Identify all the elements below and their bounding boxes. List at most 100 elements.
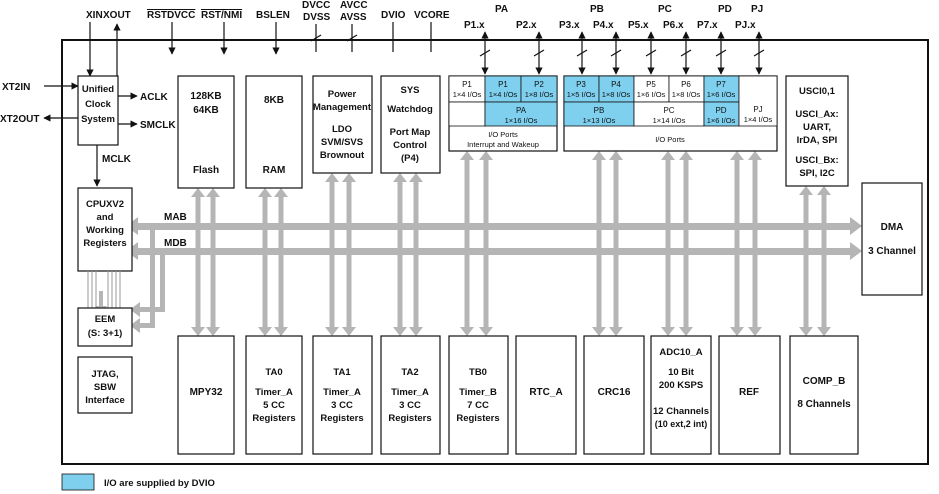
ta1-line-1: TA1 <box>333 367 351 378</box>
cpu-line-1: CPUXV2 <box>86 199 124 210</box>
bslen-label: BSLEN <box>256 10 290 21</box>
flash-block <box>177 75 235 189</box>
pj-label: PJ <box>751 4 763 15</box>
port-p2-desc: 1×8 I/Os <box>525 90 554 99</box>
tb0-line-3: 7 CC <box>467 400 489 411</box>
port-p7-desc: 1×6 I/Os <box>707 90 736 99</box>
usci-line-1: USCI0,1 <box>799 86 836 97</box>
eem-block <box>77 307 133 347</box>
port-a-footer-2: Interrupt and Wakeup <box>467 140 539 149</box>
sys-block <box>380 75 441 174</box>
sys-line-5: (P4) <box>401 153 419 164</box>
ram-size: 8KB <box>264 95 284 106</box>
p4-pin-label: P4.x <box>593 20 614 31</box>
port-b-footer: I/O Ports <box>655 135 685 144</box>
xt2out-label: XT2OUT <box>0 114 39 125</box>
port-p5-desc: 1×6 I/Os <box>637 90 666 99</box>
mdb-bus <box>126 242 862 260</box>
rstnmi-label: RST/NMI <box>201 10 242 21</box>
port-p7-name: P7 <box>716 80 726 89</box>
clock-line-1: Unified <box>82 84 114 95</box>
pd-label: PD <box>718 4 732 15</box>
power-management-block <box>312 75 373 174</box>
port-p1b-desc: 1×4 I/Os <box>489 90 518 99</box>
mdb-label: MDB <box>164 238 187 249</box>
port-pc-name: PC <box>663 106 674 115</box>
comp-line-1: COMP_B <box>803 376 846 387</box>
mab-bus <box>126 217 862 235</box>
rtc-name: RTC_A <box>529 387 562 398</box>
sys-line-1: SYS <box>400 85 419 96</box>
port-p2-name: P2 <box>534 80 544 89</box>
legend-text: I/O are supplied by DVIO <box>104 478 215 489</box>
port-p1-desc: 1×4 I/Os <box>453 90 482 99</box>
p6-pin-label: P6.x <box>663 20 684 31</box>
usci-line-6: SPI, I2C <box>799 168 835 179</box>
bus-connector-arrow <box>661 151 675 336</box>
legend-swatch <box>61 473 95 491</box>
port-p3-desc: 1×5 I/Os <box>567 90 596 99</box>
dma-block <box>861 182 923 296</box>
tb0-line-1: TB0 <box>469 367 487 378</box>
port-p4-desc: 1×8 I/Os <box>602 90 631 99</box>
tb0-block <box>448 335 509 455</box>
port-b-block <box>563 75 778 152</box>
cpu-line-3: Working <box>86 225 124 236</box>
avss-label: AVSS <box>340 12 367 23</box>
jtag-line-1: JTAG, <box>91 369 118 380</box>
adc-line-3: 200 KSPS <box>659 380 703 391</box>
power-line-5: Brownout <box>320 150 365 161</box>
cpu-line-4: Registers <box>83 238 126 249</box>
usci-block <box>785 75 849 187</box>
avcc-slash <box>346 34 358 42</box>
comp-line-2: 8 Channels <box>797 399 851 410</box>
bus-connector-arrow <box>799 186 813 336</box>
ta1-line-4: Registers <box>320 413 363 424</box>
cpu-eem-connector <box>87 271 121 308</box>
xout-label: XOUT <box>103 10 131 21</box>
port-p1-name: P1 <box>462 80 472 89</box>
dvio-label: DVIO <box>381 10 406 21</box>
ta0-line-2: Timer_A <box>255 387 293 398</box>
ta1-line-3: 3 CC <box>331 400 353 411</box>
p5-pin-label: P5.x <box>628 20 649 31</box>
jtag-line-2: SBW <box>94 382 116 393</box>
chip-boundary <box>61 39 929 465</box>
pc-label: PC <box>658 4 672 15</box>
pj-pin-label: PJ.x <box>735 20 756 31</box>
port-pb-name: PB <box>594 106 605 115</box>
aclk-label: ACLK <box>140 92 169 103</box>
bus-connector-arrow <box>609 151 623 336</box>
ta2-block <box>380 335 441 455</box>
crc16-name: CRC16 <box>598 387 631 398</box>
clock-system-block <box>77 75 119 146</box>
mpy32-name: MPY32 <box>190 387 223 398</box>
power-line-2: Management <box>313 102 372 113</box>
flash-name: Flash <box>193 165 219 176</box>
sys-line-2: Watchdog <box>387 104 433 115</box>
power-line-4: SVM/SVS <box>321 137 363 148</box>
ta0-line-3: 5 CC <box>263 400 285 411</box>
bus-connector-arrow <box>258 188 272 336</box>
dma-line-1: DMA <box>881 222 904 233</box>
usci-line-4: IrDA, SPI <box>797 135 838 146</box>
port-p1b-name: P1 <box>498 80 508 89</box>
avcc-label: AVCC <box>340 0 368 11</box>
p3-pin-label: P3.x <box>559 20 580 31</box>
sys-line-4: Control <box>393 140 427 151</box>
port-pd-name: PD <box>715 106 726 115</box>
eem-bus-connectors <box>95 226 165 333</box>
bus-connector-arrow <box>325 173 339 336</box>
ta1-line-2: Timer_A <box>323 387 361 398</box>
ta0-line-1: TA0 <box>265 367 282 378</box>
port-p6-desc: 1×8 I/Os <box>672 90 701 99</box>
adc-line-1: ADC10_A <box>659 347 702 358</box>
clock-line-3: System <box>81 114 115 125</box>
port-p5-name: P5 <box>646 80 656 89</box>
sys-line-3: Port Map <box>390 127 431 138</box>
pa-label: PA <box>495 4 508 15</box>
bus-connector-arrow <box>191 188 205 336</box>
usci-line-2: USCI_Ax: <box>795 109 838 120</box>
bus-connector-arrow <box>206 188 220 336</box>
bus-connector-arrow <box>409 173 423 336</box>
